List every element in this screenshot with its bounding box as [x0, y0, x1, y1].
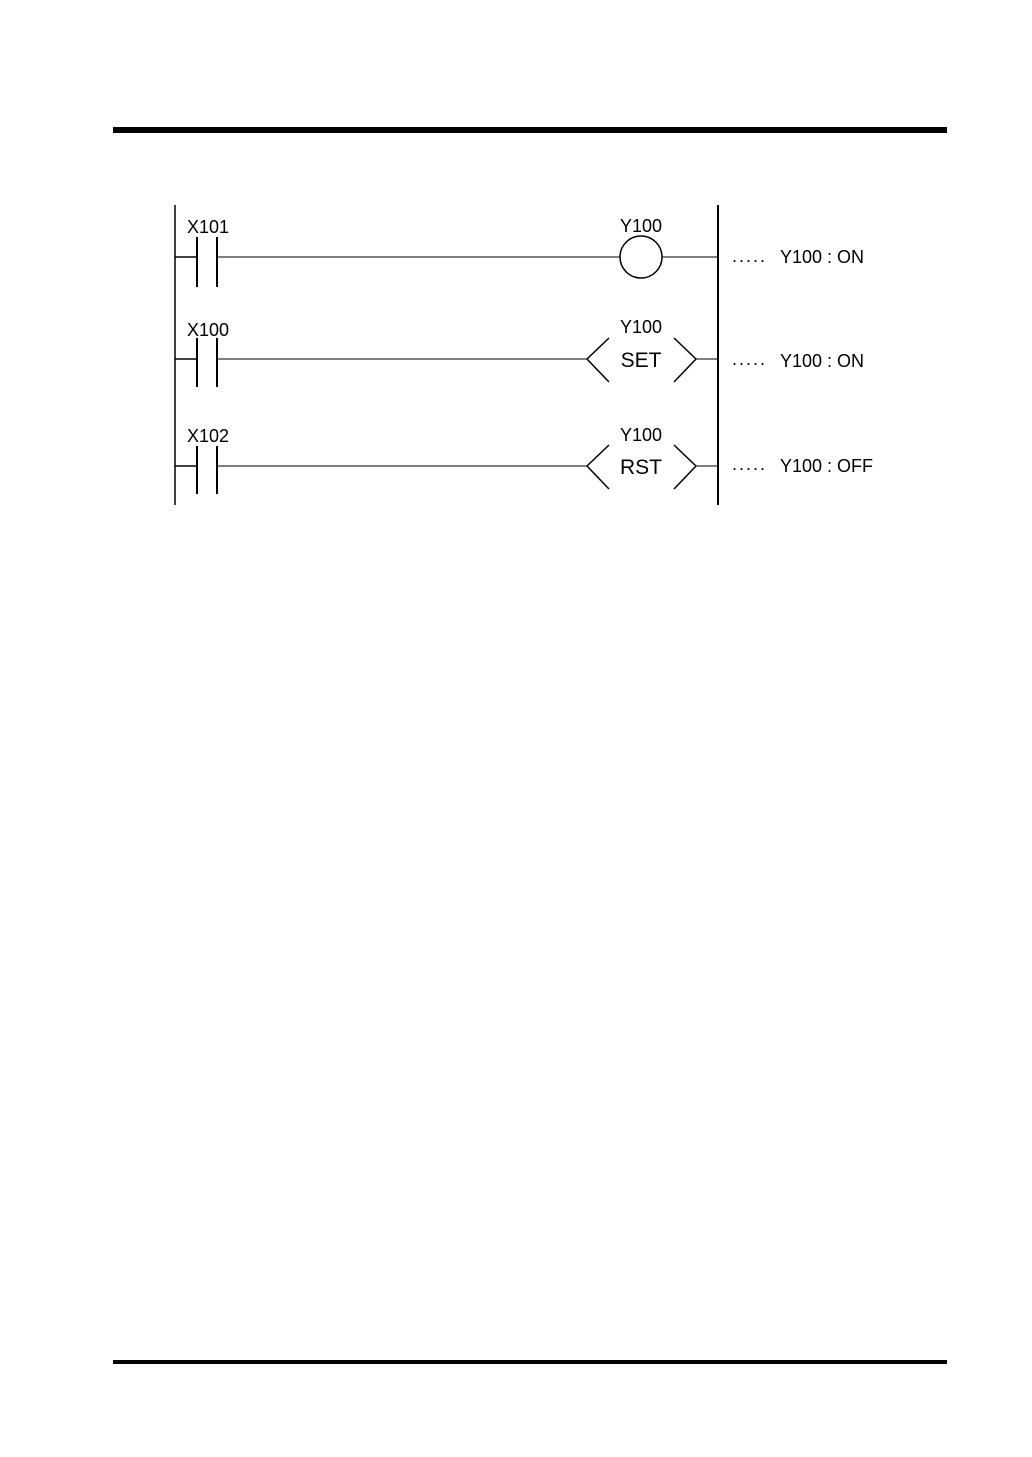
rung-1-output-label: Y100 [620, 216, 662, 236]
rung-3-output-label: Y100 [620, 425, 662, 445]
instruction-bracket-right [674, 445, 696, 489]
rung-3-result: Y100 : OFF [780, 456, 873, 476]
rung-3-contact-label: X102 [187, 426, 229, 446]
instruction-bracket-left [587, 338, 609, 382]
instruction-bracket-right [674, 338, 696, 382]
rung-2-output-label: Y100 [620, 317, 662, 337]
ladder-diagram: X101 Y100 ..... Y100 : ON X100 Y100 SET … [0, 0, 1032, 620]
rung-3: X102 Y100 RST ..... Y100 : OFF [175, 425, 873, 494]
instruction-bracket-left [587, 445, 609, 489]
rung-2-contact-label: X100 [187, 320, 229, 340]
rung-1: X101 Y100 ..... Y100 : ON [175, 216, 864, 287]
rung-1-result: Y100 : ON [780, 247, 864, 267]
rung-2: X100 Y100 SET ..... Y100 : ON [175, 317, 864, 387]
rung-3-dots: ..... [732, 454, 767, 474]
rung-2-result: Y100 : ON [780, 351, 864, 371]
rung-2-dots: ..... [732, 349, 767, 369]
rung-1-dots: ..... [732, 246, 767, 266]
footer-rule [113, 1360, 947, 1364]
rung-1-contact-label: X101 [187, 217, 229, 237]
output-coil-symbol [620, 236, 662, 278]
rung-2-instruction: SET [621, 349, 662, 372]
rung-3-instruction: RST [620, 456, 662, 479]
